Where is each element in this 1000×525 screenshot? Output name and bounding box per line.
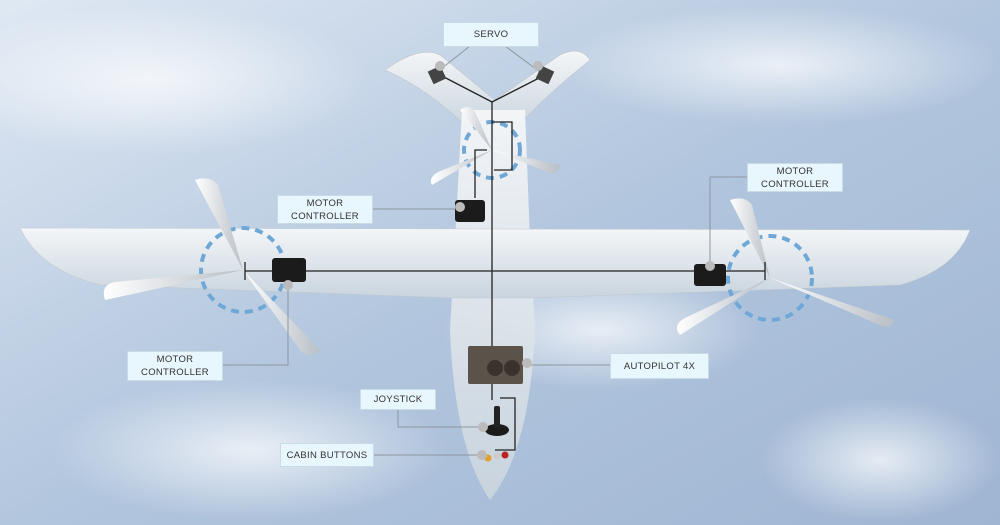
tail-propeller [430, 107, 560, 185]
label-autopilot: AUTOPILOT 4X [610, 353, 709, 379]
label-motor-controller-center: MOTOR CONTROLLER [277, 195, 373, 224]
autopilot-unit [468, 346, 532, 384]
right-propeller [676, 198, 895, 335]
joystick [478, 406, 509, 436]
servo-left [427, 61, 447, 85]
label-motor-controller-right: MOTOR CONTROLLER [747, 163, 843, 192]
label-cabin-buttons: CABIN BUTTONS [280, 443, 374, 467]
label-servo: SERVO [443, 22, 539, 47]
left-propeller [103, 178, 320, 355]
label-joystick: JOYSTICK [360, 389, 436, 410]
servo-right [533, 61, 555, 85]
label-motor-controller-left: MOTOR CONTROLLER [127, 351, 223, 381]
leader-lines [222, 45, 747, 456]
motor-controller-left [272, 258, 306, 290]
motor-controller-center [455, 200, 485, 222]
right-prop-ring [726, 234, 814, 322]
motor-controller-right [694, 261, 726, 286]
cabin-buttons [477, 450, 509, 462]
